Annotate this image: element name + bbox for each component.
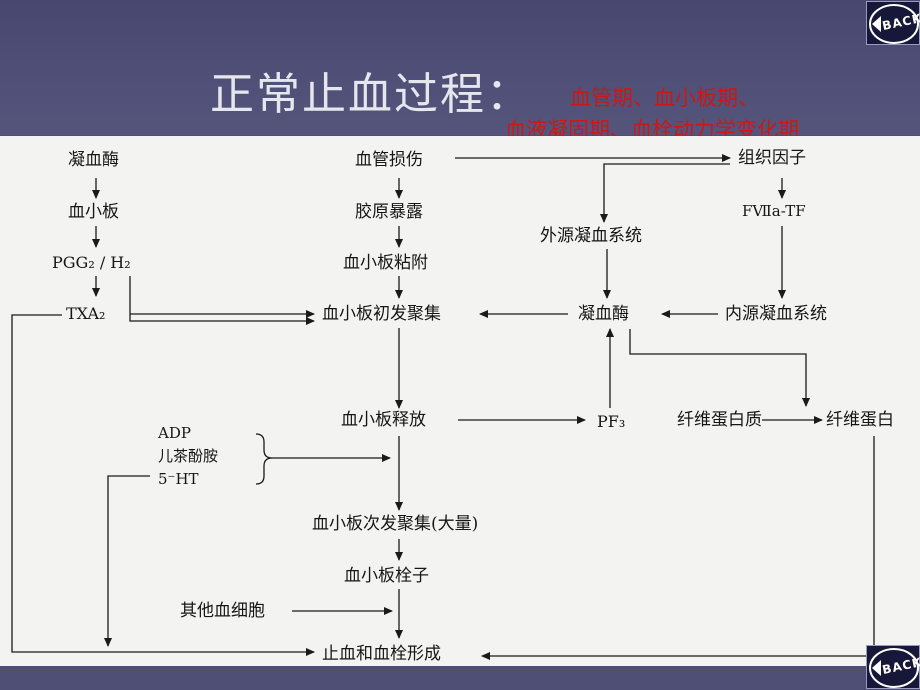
arrow-thrombin-fibrin	[629, 329, 810, 407]
node-secondary-aggregation: 血小板次发聚集(大量)	[312, 514, 479, 534]
arrow-serotonin-hemostasis	[104, 475, 150, 647]
node-primary-aggregation: 血小板初发聚集	[322, 304, 441, 324]
arrow-h2-primary	[129, 276, 315, 325]
slide-title: 正常止血过程：	[210, 69, 532, 120]
flowchart-panel: 凝血酶 血小板 PGG₂ / H₂ TXA₂ 血管损伤 胶原暴露 血小板粘附 血…	[0, 136, 920, 666]
node-adp: ADP	[158, 424, 191, 442]
back-button-bottom[interactable]: BACK	[866, 645, 920, 689]
node-thrombin-right: 凝血酶	[578, 304, 629, 324]
node-fibrin: 纤维蛋白	[826, 410, 894, 430]
node-extrinsic: 外源凝血系统	[540, 226, 642, 246]
arrow-tissuefactor-extrinsic	[600, 163, 730, 223]
node-fviia-tf: FⅦa-TF	[742, 202, 806, 220]
node-vessel-injury: 血管损伤	[355, 150, 423, 170]
arrow-fibrin-hemostasis	[481, 436, 875, 660]
title-band	[0, 0, 920, 135]
node-collagen: 胶原暴露	[355, 202, 423, 222]
node-hemostasis: 止血和血栓形成	[322, 644, 441, 664]
node-platelet: 血小板	[68, 202, 119, 222]
node-platelet-plug: 血小板栓子	[344, 566, 429, 586]
slide-subtitle-line1: 血管期、血小板期、	[570, 86, 759, 110]
node-adhesion: 血小板粘附	[343, 253, 428, 273]
node-intrinsic: 内源凝血系统	[725, 304, 827, 324]
node-fibrinogen: 纤维蛋白质	[677, 410, 762, 430]
back-button-top[interactable]: BACK	[866, 1, 920, 45]
node-thrombin-left: 凝血酶	[68, 150, 119, 170]
brace	[255, 433, 273, 485]
node-serotonin: 5⁻HT	[158, 470, 199, 488]
flowchart-connectors	[11, 154, 875, 660]
node-txa2: TXA₂	[66, 304, 106, 323]
node-pf3: PF₃	[597, 412, 626, 431]
node-tissue-factor: 组织因子	[738, 148, 806, 168]
node-release: 血小板释放	[341, 410, 426, 430]
node-other-cells: 其他血细胞	[180, 601, 265, 621]
back-arrow-icon	[869, 648, 919, 688]
line-txa2-hemostasis	[11, 314, 315, 656]
node-pgg2-h2: PGG₂ / H₂	[52, 253, 131, 272]
back-arrow-icon	[869, 4, 919, 44]
node-catecholamine: 儿茶酚胺	[158, 447, 219, 465]
